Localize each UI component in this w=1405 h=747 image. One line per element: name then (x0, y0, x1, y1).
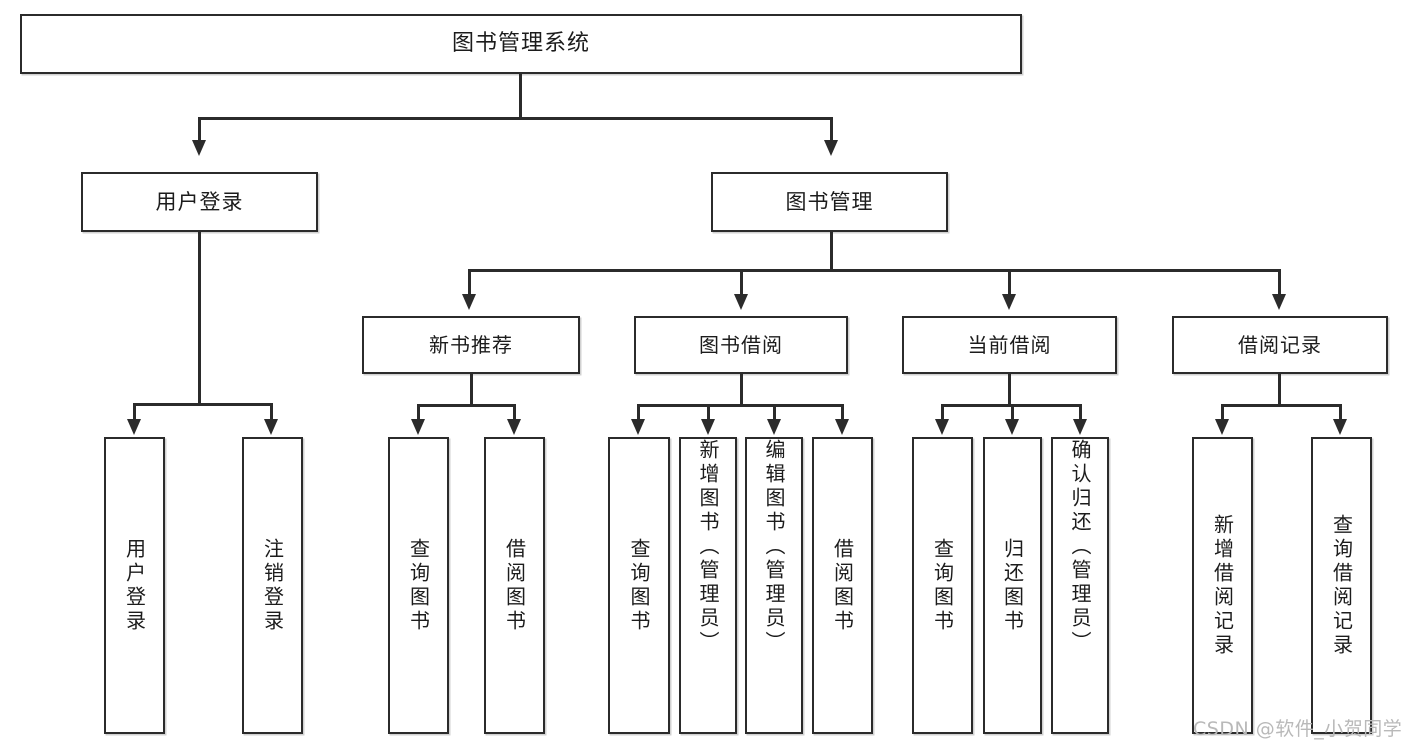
leaf-edit-book-admin-label: 编辑图书（管理员） (762, 439, 786, 655)
node-root[interactable]: 图书管理系统 (20, 14, 1022, 74)
leaf-borrow-book-rec[interactable]: 借阅图书 (484, 437, 545, 734)
connector-bb-drop-2 (707, 404, 710, 423)
arrowhead-nbr-leaf-1 (411, 419, 425, 435)
connector-lvl3-drop-3 (1008, 269, 1011, 297)
connector-lvl3-drop-2 (740, 269, 743, 297)
leaf-add-book-admin[interactable]: 新增图书（管理员） (679, 437, 737, 734)
connector-cb-drop-3 (1079, 404, 1082, 423)
connector-user-login-drop-1 (133, 403, 136, 423)
leaf-confirm-return-admin-label: 确认归还（管理员） (1068, 439, 1092, 655)
leaf-return-book[interactable]: 归还图书 (983, 437, 1042, 734)
connector-br-drop-2 (1339, 404, 1342, 423)
connector-book-borrow-bus (637, 404, 843, 407)
arrowhead-cb-leaf-1 (935, 419, 949, 435)
leaf-query-book-rec-label: 查询图书 (406, 537, 431, 634)
arrowhead-br-leaf-1 (1215, 419, 1229, 435)
leaf-query-borrow-record-label: 查询借阅记录 (1329, 513, 1354, 658)
leaf-borrow-book-bb[interactable]: 借阅图书 (812, 437, 873, 734)
connector-to-user-login (198, 117, 201, 144)
arrowhead-cb-leaf-3 (1073, 419, 1087, 435)
node-new-book-rec[interactable]: 新书推荐 (362, 316, 580, 374)
connector-root-bus (198, 117, 832, 120)
connector-user-login-stem (198, 232, 201, 405)
arrowhead-book-manage (824, 140, 838, 156)
node-book-borrow[interactable]: 图书借阅 (634, 316, 848, 374)
connector-book-manage-stem (830, 232, 833, 271)
connector-current-borrow-stem (1008, 374, 1011, 406)
node-book-manage[interactable]: 图书管理 (711, 172, 948, 232)
arrowhead-bb-leaf-1 (631, 419, 645, 435)
leaf-borrow-book-bb-label: 借阅图书 (830, 537, 855, 634)
leaf-logout[interactable]: 注销登录 (242, 437, 303, 734)
node-borrow-record[interactable]: 借阅记录 (1172, 316, 1388, 374)
arrowhead-new-book-rec (462, 294, 476, 310)
connector-cb-drop-2 (1011, 404, 1014, 423)
leaf-logout-label: 注销登录 (260, 537, 285, 634)
leaf-user-login-label: 用户登录 (122, 537, 147, 634)
leaf-borrow-book-rec-label: 借阅图书 (502, 537, 527, 634)
connector-book-manage-bus (468, 269, 1280, 272)
leaf-confirm-return-admin[interactable]: 确认归还（管理员） (1051, 437, 1109, 734)
arrowhead-br-leaf-2 (1333, 419, 1347, 435)
connector-new-book-rec-stem (470, 374, 473, 406)
node-user-login[interactable]: 用户登录 (81, 172, 318, 232)
node-current-borrow-label: 当前借阅 (967, 332, 1052, 357)
connector-lvl3-drop-1 (468, 269, 471, 297)
connector-br-drop-1 (1221, 404, 1224, 423)
leaf-add-borrow-record-label: 新增借阅记录 (1210, 513, 1235, 658)
connector-user-login-drop-2 (270, 403, 273, 423)
arrowhead-leaf-logout (264, 419, 278, 435)
arrowhead-nbr-leaf-2 (507, 419, 521, 435)
node-user-login-label: 用户登录 (155, 189, 244, 214)
leaf-query-book-bb[interactable]: 查询图书 (608, 437, 670, 734)
leaf-query-book-cb-label: 查询图书 (930, 537, 955, 634)
leaf-add-book-admin-label: 新增图书（管理员） (696, 439, 720, 655)
connector-book-borrow-stem (740, 374, 743, 406)
connector-borrow-record-stem (1278, 374, 1281, 406)
node-book-borrow-label: 图书借阅 (699, 332, 783, 357)
leaf-add-borrow-record[interactable]: 新增借阅记录 (1192, 437, 1253, 734)
connector-root-stem (519, 74, 522, 119)
connector-bb-drop-3 (773, 404, 776, 423)
node-book-manage-label: 图书管理 (785, 189, 874, 214)
node-current-borrow[interactable]: 当前借阅 (902, 316, 1117, 374)
arrowhead-leaf-user-login (127, 419, 141, 435)
connector-nbr-drop-1 (417, 404, 420, 423)
arrowhead-bb-leaf-3 (767, 419, 781, 435)
leaf-return-book-label: 归还图书 (1000, 537, 1025, 634)
connector-bb-drop-1 (637, 404, 640, 423)
leaf-user-login[interactable]: 用户登录 (104, 437, 165, 734)
arrowhead-current-borrow (1002, 294, 1016, 310)
connector-lvl3-drop-4 (1278, 269, 1281, 297)
connector-user-login-bus (133, 403, 272, 406)
leaf-query-borrow-record[interactable]: 查询借阅记录 (1311, 437, 1372, 734)
arrowhead-cb-leaf-2 (1005, 419, 1019, 435)
connector-cb-drop-1 (941, 404, 944, 423)
leaf-query-book-cb[interactable]: 查询图书 (912, 437, 973, 734)
leaf-query-book-bb-label: 查询图书 (627, 537, 651, 634)
arrowhead-bb-leaf-4 (835, 419, 849, 435)
leaf-edit-book-admin[interactable]: 编辑图书（管理员） (745, 437, 803, 734)
node-root-label: 图书管理系统 (451, 31, 590, 57)
node-new-book-rec-label: 新书推荐 (429, 332, 513, 357)
arrowhead-book-borrow (734, 294, 748, 310)
arrowhead-user-login (192, 140, 206, 156)
arrowhead-borrow-record (1272, 294, 1286, 310)
arrowhead-bb-leaf-2 (701, 419, 715, 435)
leaf-query-book-rec[interactable]: 查询图书 (388, 437, 449, 734)
connector-borrow-record-bus (1221, 404, 1341, 407)
connector-current-borrow-bus (941, 404, 1080, 407)
csdn-watermark: CSDN @软件_小贺同学 (1193, 718, 1403, 740)
connector-to-book-manage (830, 117, 833, 144)
connector-new-book-rec-bus (417, 404, 515, 407)
node-borrow-record-label: 借阅记录 (1238, 332, 1322, 357)
connector-bb-drop-4 (841, 404, 844, 423)
connector-nbr-drop-2 (513, 404, 516, 423)
